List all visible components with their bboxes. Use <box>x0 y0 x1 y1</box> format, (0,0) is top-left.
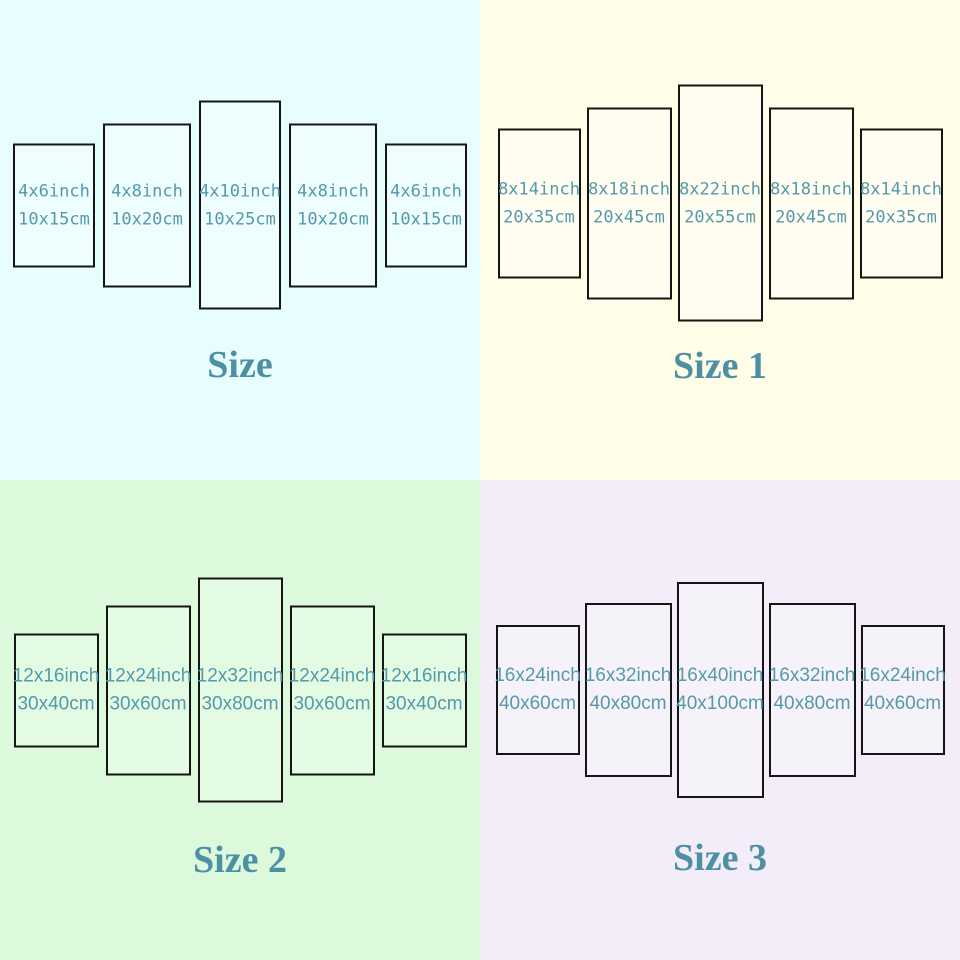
panel-size-inch: 12x24inch <box>104 665 192 686</box>
panel-size-inch: 4x6inch <box>390 181 462 201</box>
panel-label: 12x32inch 30x80cm <box>197 662 284 718</box>
canvas-panel: 8x18inch 20x45cm <box>586 107 672 299</box>
panel-size-inch: 8x18inch <box>588 179 670 199</box>
panel-size-inch: 4x8inch <box>111 181 183 201</box>
panel-label: 16x40inch 40x100cm <box>676 662 764 718</box>
panel-label: 4x8inch 10x20cm <box>111 177 183 233</box>
canvas-panel: 12x24inch 30x60cm <box>289 605 376 775</box>
panel-size-cm: 30x60cm <box>109 693 187 714</box>
panel-row: 12x16inch 30x40cm 12x24inch 30x60cm 12x3… <box>0 577 480 803</box>
panel-label: 12x16inch 30x40cm <box>381 662 468 718</box>
panel-size-inch: 12x32inch <box>196 665 284 686</box>
canvas-panel: 8x18inch 20x45cm <box>768 107 854 299</box>
panel-label: 8x14inch 20x35cm <box>498 175 580 231</box>
panel-label: 8x18inch 20x45cm <box>588 175 670 231</box>
panel-size-cm: 40x80cm <box>589 693 667 714</box>
panel-label: 4x6inch 10x15cm <box>390 177 462 233</box>
panel-size-inch: 8x14inch <box>498 179 580 199</box>
panel-label: 8x14inch 20x35cm <box>860 175 942 231</box>
canvas-panel: 8x22inch 20x55cm <box>677 84 763 322</box>
panel-size-cm: 40x100cm <box>676 693 764 714</box>
panel-label: 4x10inch 10x25cm <box>199 177 281 233</box>
quadrant-title: Size <box>207 344 273 386</box>
canvas-panel: 12x16inch 30x40cm <box>13 633 100 747</box>
panel-row: 4x6inch 10x15cm 4x8inch 10x20cm 4x10inch… <box>0 100 480 310</box>
panel-size-cm: 30x40cm <box>17 693 95 714</box>
panel-size-cm: 40x80cm <box>773 693 851 714</box>
panel-size-inch: 16x24inch <box>494 665 581 686</box>
panel-row: 8x14inch 20x35cm 8x18inch 20x45cm 8x22in… <box>480 84 960 322</box>
canvas-panel: 12x16inch 30x40cm <box>381 633 468 747</box>
panel-label: 12x24inch 30x60cm <box>289 662 376 718</box>
canvas-panel: 16x32inch 40x80cm <box>584 603 672 777</box>
panel-size-cm: 30x80cm <box>201 693 279 714</box>
panel-size-cm: 10x15cm <box>390 209 462 229</box>
panel-size-cm: 10x20cm <box>111 209 183 229</box>
canvas-panel: 4x6inch 10x15cm <box>13 143 95 267</box>
panel-size-inch: 8x18inch <box>770 179 852 199</box>
panel-size-inch: 12x16inch <box>12 665 100 686</box>
canvas-panel: 4x6inch 10x15cm <box>385 143 467 267</box>
panel-label: 4x6inch 10x15cm <box>18 177 90 233</box>
canvas-panel: 8x14inch 20x35cm <box>497 128 581 278</box>
canvas-panel: 8x14inch 20x35cm <box>859 128 943 278</box>
panel-size-inch: 16x32inch <box>584 665 672 686</box>
canvas-panel: 4x8inch 10x20cm <box>289 123 377 287</box>
panel-size-cm: 30x60cm <box>293 693 371 714</box>
panel-size-cm: 20x45cm <box>593 207 665 227</box>
panel-label: 16x24inch 40x60cm <box>494 662 581 718</box>
canvas-panel: 16x32inch 40x80cm <box>768 603 856 777</box>
panel-size-cm: 10x25cm <box>204 209 276 229</box>
panel-size-cm: 10x15cm <box>18 209 90 229</box>
panel-size-cm: 20x45cm <box>775 207 847 227</box>
quadrant-size-3: 16x24inch 40x60cm 16x32inch 40x80cm 16x4… <box>480 480 960 960</box>
panel-size-inch: 16x40inch <box>676 665 764 686</box>
panel-size-inch: 8x14inch <box>860 179 942 199</box>
panel-size-cm: 20x35cm <box>503 207 575 227</box>
panel-size-inch: 16x24inch <box>859 665 946 686</box>
panel-label: 8x22inch 20x55cm <box>679 175 761 231</box>
panel-label: 16x32inch 40x80cm <box>585 662 672 718</box>
panel-size-cm: 10x20cm <box>297 209 369 229</box>
panel-size-inch: 12x24inch <box>288 665 376 686</box>
canvas-panel: 16x24inch 40x60cm <box>859 625 946 755</box>
panel-size-cm: 40x60cm <box>863 693 942 714</box>
canvas-panel: 16x40inch 40x100cm <box>676 582 764 798</box>
panel-label: 4x8inch 10x20cm <box>297 177 369 233</box>
quadrant-title: Size 3 <box>673 837 767 879</box>
panel-label: 8x18inch 20x45cm <box>770 175 852 231</box>
panel-size-inch: 16x32inch <box>768 665 856 686</box>
panel-label: 12x16inch 30x40cm <box>13 662 100 718</box>
panel-size-cm: 20x55cm <box>684 207 756 227</box>
panel-label: 12x24inch 30x60cm <box>105 662 192 718</box>
panel-size-inch: 12x16inch <box>380 665 468 686</box>
panel-size-cm: 20x35cm <box>865 207 937 227</box>
canvas-panel: 12x32inch 30x80cm <box>197 577 284 803</box>
panel-size-cm: 40x60cm <box>498 693 577 714</box>
panel-row: 16x24inch 40x60cm 16x32inch 40x80cm 16x4… <box>480 582 960 798</box>
canvas-panel: 4x10inch 10x25cm <box>199 100 281 310</box>
canvas-panel: 12x24inch 30x60cm <box>105 605 192 775</box>
canvas-panel: 4x8inch 10x20cm <box>103 123 191 287</box>
quadrant-title: Size 2 <box>193 839 287 881</box>
quadrant-title: Size 1 <box>673 345 767 387</box>
canvas-panel: 16x24inch 40x60cm <box>494 625 581 755</box>
panel-label: 16x24inch 40x60cm <box>859 662 946 718</box>
panel-size-inch: 4x6inch <box>18 181 90 201</box>
panel-size-inch: 8x22inch <box>679 179 761 199</box>
panel-size-inch: 4x10inch <box>199 181 281 201</box>
quadrant-size-2: 12x16inch 30x40cm 12x24inch 30x60cm 12x3… <box>0 480 480 960</box>
panel-label: 16x32inch 40x80cm <box>769 662 856 718</box>
quadrant-size: 4x6inch 10x15cm 4x8inch 10x20cm 4x10inch… <box>0 0 480 480</box>
quadrant-size-1: 8x14inch 20x35cm 8x18inch 20x45cm 8x22in… <box>480 0 960 480</box>
panel-size-inch: 4x8inch <box>297 181 369 201</box>
panel-size-cm: 30x40cm <box>385 693 463 714</box>
